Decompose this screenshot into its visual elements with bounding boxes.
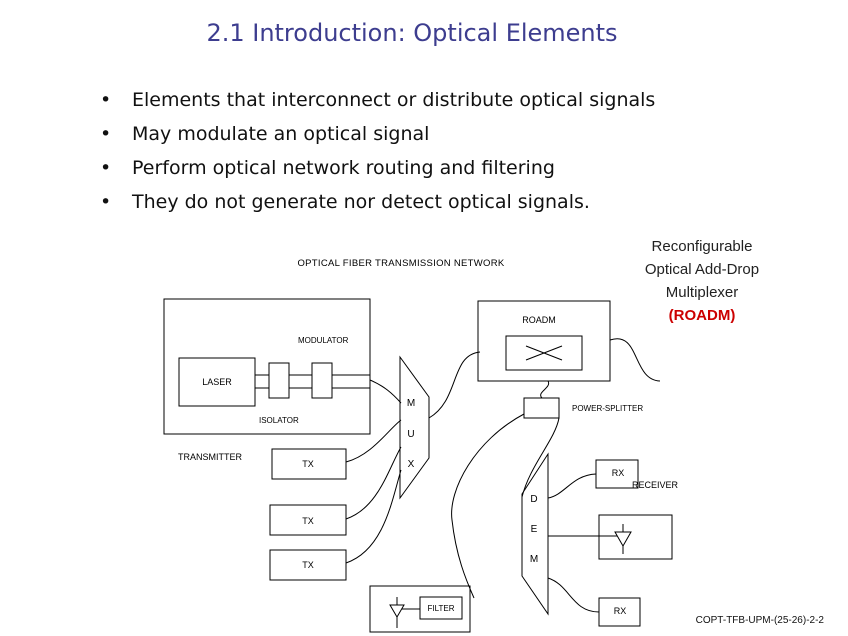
bullet-item: • Elements that interconnect or distribut… <box>100 86 655 120</box>
mux-letter: X <box>408 459 415 470</box>
laser-box <box>178 357 256 407</box>
fiber-line <box>345 469 402 564</box>
roadm-caption-line2: Optical Add-Drop <box>645 261 759 278</box>
roadm-caption: Reconfigurable Optical Add-Drop Multiple… <box>645 238 759 324</box>
fiber-line <box>345 419 402 463</box>
modulator-box <box>311 362 333 399</box>
fiber-line <box>547 473 597 499</box>
tx-box <box>269 549 347 581</box>
photodiode-icon <box>389 604 405 618</box>
bullet-marker: • <box>100 89 112 111</box>
tx-label: TX <box>302 516 314 526</box>
fiber-line <box>521 417 560 498</box>
bullet-list: • Elements that interconnect or distribut… <box>100 86 655 222</box>
bullet-text: Elements that interconnect or distribute… <box>132 89 656 111</box>
bullet-marker: • <box>100 191 112 213</box>
receiver-label: RECEIVER <box>632 480 679 490</box>
isolator-box <box>268 362 290 399</box>
fiber-line <box>428 351 481 419</box>
rx-label: RX <box>614 606 627 616</box>
roadm-caption-acronym: (ROADM) <box>669 307 736 324</box>
modulator-label: MODULATOR <box>298 336 349 345</box>
bullet-text: May modulate an optical signal <box>132 123 430 145</box>
slide-footer: COPT-TFB-UPM-(25-26)-2-2 <box>695 615 824 626</box>
laser-label: LASER <box>202 377 232 387</box>
filter-inner-box <box>419 596 463 620</box>
bullet-item: • Perform optical network routing and fil… <box>100 154 655 188</box>
roadm-label: ROADM <box>522 315 556 325</box>
fiber-line <box>540 380 550 399</box>
mux-letter: M <box>407 398 415 409</box>
slide-title: 2.1 Introduction: Optical Elements <box>206 19 618 47</box>
tx-label: TX <box>302 560 314 570</box>
rx-label: RX <box>612 468 625 478</box>
bullet-text: Perform optical network routing and filt… <box>132 157 555 179</box>
mux-block <box>399 355 430 500</box>
roadm-caption-line1: Reconfigurable <box>652 238 753 255</box>
filter-label: FILTER <box>428 604 455 613</box>
tx-box <box>269 504 347 536</box>
roadm-caption-line3: Multiplexer <box>666 284 739 301</box>
roadm-switch-box <box>505 335 583 371</box>
filter-box <box>369 585 471 633</box>
demux-letter: E <box>531 524 538 535</box>
photodiode-icon <box>614 531 632 548</box>
roadm-box <box>477 300 611 382</box>
fiber-line <box>547 577 600 613</box>
demux-letter: D <box>530 494 537 505</box>
demux-letter: M <box>530 554 538 565</box>
bullet-text: They do not generate nor detect optical … <box>132 191 590 213</box>
tx-label: TX <box>302 459 314 469</box>
fiber-line <box>451 413 525 599</box>
transmitter-box <box>163 298 371 435</box>
power-splitter-box <box>523 397 560 419</box>
network-title: OPTICAL FIBER TRANSMISSION NETWORK <box>297 258 504 269</box>
fiber-line <box>345 446 402 520</box>
mux-letter: U <box>407 429 414 440</box>
bullet-marker: • <box>100 157 112 179</box>
bullet-marker: • <box>100 123 112 145</box>
bullet-item: • May modulate an optical signal <box>100 120 655 154</box>
isolator-label: ISOLATOR <box>259 416 299 425</box>
fiber-line <box>609 338 661 382</box>
tx-box <box>271 448 347 480</box>
fiber-line <box>369 379 402 404</box>
demux-block <box>521 452 549 616</box>
bullet-item: • They do not generate nor detect optical… <box>100 188 655 222</box>
photodetector-box <box>598 514 673 560</box>
transmitter-label: TRANSMITTER <box>178 452 242 462</box>
power-splitter-label: POWER-SPLITTER <box>572 404 643 413</box>
roadm-switch-cross <box>525 345 563 361</box>
